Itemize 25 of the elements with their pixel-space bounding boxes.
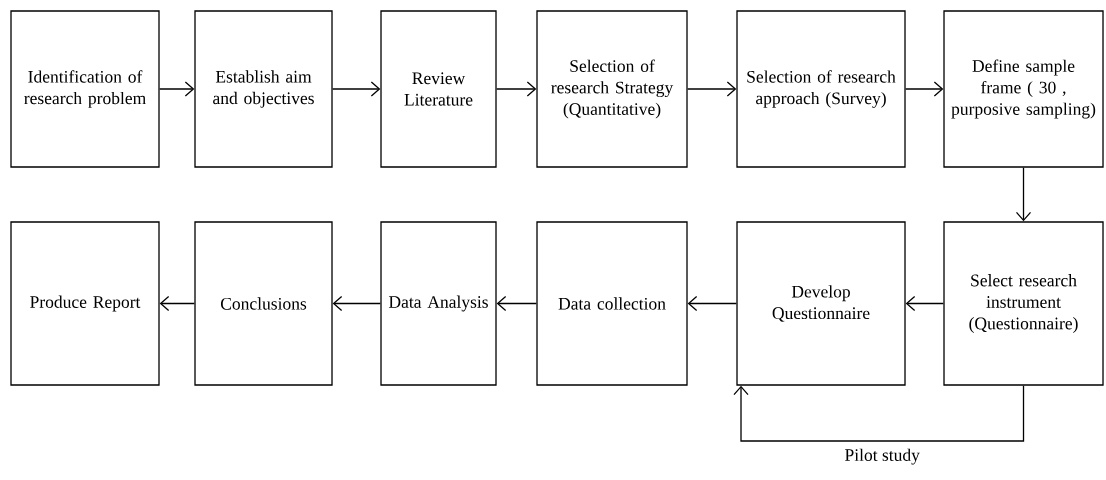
process-box: Establish aim and objectives xyxy=(194,10,333,168)
arrow xyxy=(332,81,381,97)
arrow xyxy=(332,295,381,312)
process-box: Define sample frame ( 30 , purposive sampling) xyxy=(943,10,1104,168)
process-box: Conclusions xyxy=(194,221,333,386)
arrow xyxy=(159,295,195,312)
process-box: Identification of research problem xyxy=(10,10,160,168)
process-box: Selection of research Strategy (Quantitative) xyxy=(536,10,688,168)
arrow xyxy=(733,385,1025,442)
arrow xyxy=(687,295,737,312)
process-box: Produce Report xyxy=(10,221,160,386)
process-box: Data Analysis xyxy=(380,221,497,386)
arrow xyxy=(496,81,537,97)
process-box: Select research instrument (Questionnaire) xyxy=(943,221,1104,386)
process-box: Selection of research approach (Survey) xyxy=(736,10,906,168)
process-box: Review Literature xyxy=(380,10,497,168)
process-box: Develop Questionnaire xyxy=(736,221,906,386)
arrow xyxy=(496,295,537,312)
arrow xyxy=(1015,167,1032,222)
arrow xyxy=(687,81,737,97)
edge-label: Pilot study xyxy=(845,448,920,465)
arrow xyxy=(905,295,944,312)
process-box: Data collection xyxy=(536,221,688,386)
arrow xyxy=(159,81,195,97)
arrow xyxy=(905,81,944,97)
